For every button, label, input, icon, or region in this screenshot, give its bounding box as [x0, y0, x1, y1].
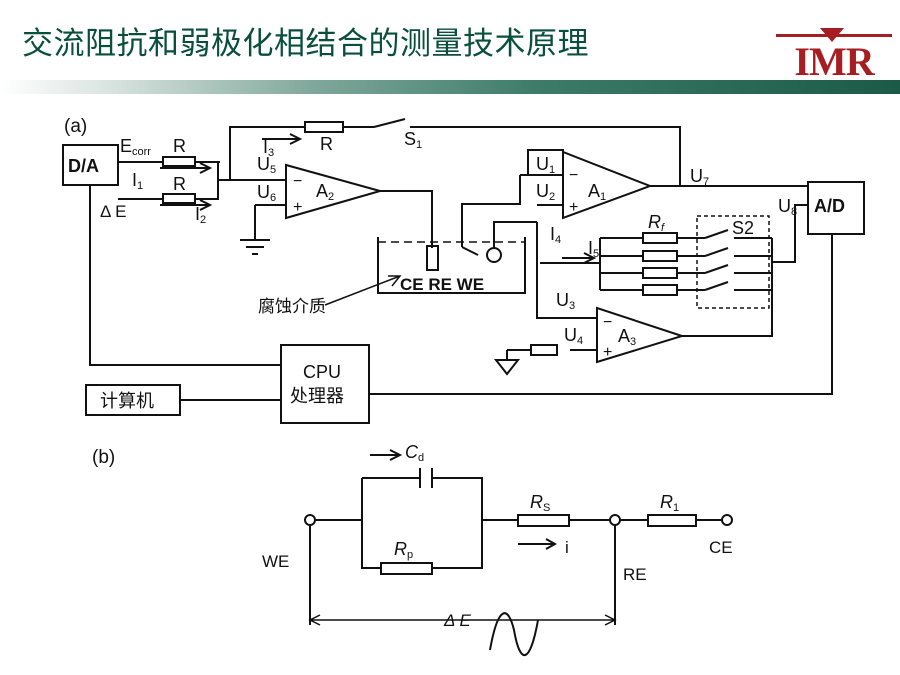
- label-a2: A2: [316, 181, 334, 203]
- label-medium: 腐蚀介质: [258, 297, 326, 316]
- label-we: WE: [262, 552, 289, 571]
- label-i1: I1: [132, 170, 143, 192]
- label-u8: U8: [778, 196, 797, 218]
- imr-logo: IMR: [776, 28, 892, 84]
- title-band: [0, 80, 900, 94]
- label-i: i: [565, 538, 569, 557]
- label-a2-plus: +: [293, 199, 302, 216]
- label-s1: S1: [404, 129, 422, 151]
- label-i5: I5: [588, 238, 599, 260]
- label-a2-minus: −: [293, 173, 302, 190]
- ad-box: [807, 181, 865, 235]
- slide-title: 交流阻抗和弱极化相结合的测量技术原理: [22, 26, 589, 62]
- opamp-a3: [596, 306, 686, 364]
- s2-dashed-box: [696, 215, 770, 309]
- label-i4: I4: [550, 224, 561, 246]
- resistor-rf1: [642, 232, 678, 244]
- label-ecorr: Ecorr: [120, 136, 151, 158]
- resistor-r-de: [162, 193, 196, 204]
- resistor-rs: [517, 514, 570, 527]
- resistor-r-s1: [304, 121, 344, 133]
- label-cpu-processor: 处理器: [290, 386, 344, 406]
- label-rs: RS: [530, 492, 550, 514]
- label-i2: I2: [195, 204, 206, 226]
- label-rp: Rp: [394, 539, 413, 561]
- label-a3-plus: +: [603, 344, 612, 361]
- label-panel-a: (a): [64, 116, 87, 137]
- node-ce: [721, 514, 733, 526]
- label-re: RE: [623, 565, 647, 584]
- label-s2: S2: [732, 218, 754, 238]
- label-u3: U3: [556, 290, 575, 312]
- opamp-a1: [562, 150, 653, 220]
- resistor-r-ecorr: [162, 156, 196, 167]
- label-electrodes: CE RE WE: [400, 275, 484, 294]
- label-u7: U7: [690, 166, 709, 188]
- resistor-u4: [530, 344, 558, 356]
- resistor-rp: [380, 562, 433, 575]
- label-a1: A1: [588, 181, 606, 203]
- label-u4: U4: [564, 325, 583, 347]
- electrode-we: [486, 247, 502, 263]
- label-a3-minus: −: [603, 314, 612, 331]
- label-r-top: R: [173, 136, 186, 156]
- label-a1-plus: +: [569, 199, 578, 216]
- logo-triangle: [820, 28, 844, 42]
- cpu-box: [280, 344, 370, 424]
- resistor-rf3: [642, 267, 678, 279]
- label-delta-e-b: Δ E: [443, 611, 471, 630]
- resistor-r1: [647, 514, 697, 527]
- label-rf: Rf: [648, 212, 665, 234]
- resistor-rf2: [642, 250, 678, 262]
- label-u2: U2: [536, 181, 555, 203]
- label-u1: U1: [536, 154, 555, 176]
- label-r-mid: R: [173, 174, 186, 194]
- label-r1: R1: [660, 492, 679, 514]
- label-r-s1: R: [320, 134, 333, 154]
- label-panel-b: (b): [92, 447, 115, 468]
- label-cd: Cd: [405, 442, 424, 464]
- label-cpu: CPU: [303, 362, 341, 382]
- node-re: [609, 514, 621, 526]
- label-da: D/A: [68, 156, 99, 176]
- label-u6: U6: [257, 182, 276, 204]
- label-i3: I3: [263, 137, 274, 159]
- node-we: [304, 514, 316, 526]
- label-delta-e-a: Δ E: [100, 202, 126, 221]
- resistor-rf4: [642, 284, 678, 296]
- label-computer: 计算机: [100, 391, 154, 411]
- label-ad: A/D: [814, 196, 845, 216]
- label-a3: A3: [618, 326, 636, 348]
- sine-wave: [489, 612, 539, 656]
- opamp-a2: [285, 163, 384, 220]
- label-ce: CE: [709, 538, 733, 557]
- logo-text: IMR: [794, 39, 874, 84]
- electrode-ce: [426, 245, 439, 271]
- label-u5: U5: [257, 154, 276, 176]
- label-a1-minus: −: [569, 167, 578, 184]
